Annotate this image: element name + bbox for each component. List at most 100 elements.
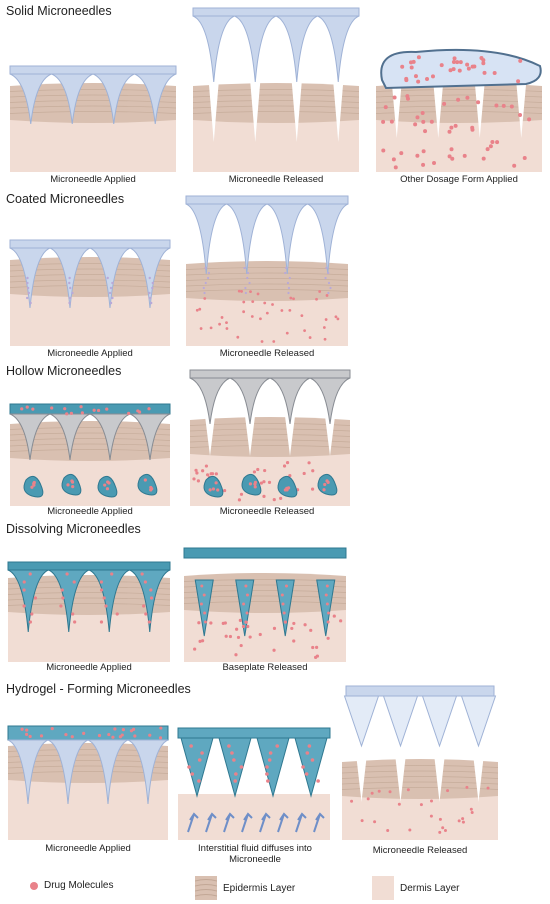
- drug-molecule: [446, 789, 450, 793]
- drug-molecule: [246, 624, 250, 629]
- drug-molecule: [115, 612, 119, 616]
- drug-molecule: [239, 643, 243, 648]
- drug-molecule: [472, 64, 477, 69]
- drug-molecule: [148, 276, 151, 280]
- drug-molecules: [350, 785, 490, 834]
- drug-molecule: [196, 479, 201, 483]
- drug-molecule: [28, 620, 32, 624]
- drug-molecule: [481, 61, 486, 66]
- released-hydrogel-needle: [460, 695, 497, 748]
- drug-molecule: [120, 733, 124, 737]
- drug-molecule: [492, 70, 497, 75]
- epidermis-layer: [10, 257, 170, 297]
- drug-molecule: [285, 331, 289, 335]
- drug-molecule: [455, 60, 460, 65]
- legend-dermis: Dermis Layer: [372, 876, 459, 900]
- drug-molecule: [490, 140, 495, 145]
- drug-molecule: [373, 820, 377, 824]
- microneedle-array: [9, 413, 171, 461]
- legend-dermis-label: Dermis Layer: [400, 882, 460, 894]
- drug-molecule: [242, 300, 246, 304]
- drug-molecule: [381, 148, 386, 153]
- drug-molecule: [109, 286, 113, 290]
- drug-molecule: [413, 74, 418, 79]
- drug-molecule: [272, 626, 277, 631]
- needle: [9, 247, 51, 309]
- baseplate: [177, 727, 331, 739]
- drug-molecule: [30, 612, 34, 616]
- drug-molecule: [449, 147, 454, 152]
- drug-molecule: [285, 266, 288, 270]
- drug-molecule: [259, 481, 263, 485]
- drug-molecule: [405, 94, 410, 99]
- drug-molecule: [22, 588, 26, 592]
- drug-molecule: [318, 290, 322, 293]
- drug-molecule: [470, 810, 474, 814]
- drug-molecule: [280, 309, 284, 312]
- drug-molecule: [411, 59, 416, 64]
- needle: [234, 15, 277, 83]
- dermis-layer: [178, 794, 330, 840]
- drug-molecule: [108, 291, 112, 295]
- drug-molecule: [192, 477, 196, 481]
- drug-molecule: [20, 727, 24, 731]
- drug-molecule: [249, 290, 252, 294]
- drug-molecule: [451, 67, 456, 72]
- drug-molecule: [470, 127, 475, 132]
- drug-molecule: [31, 407, 35, 411]
- puncture-hole: [356, 758, 367, 802]
- epidermis-line: [185, 289, 349, 292]
- baseplate: [189, 369, 351, 379]
- puncture-hole: [434, 758, 445, 802]
- drug-molecule: [441, 826, 445, 830]
- drug-molecule: [133, 734, 137, 738]
- drug-molecule: [61, 596, 65, 600]
- swollen-needle: [218, 737, 252, 798]
- drug-molecule: [102, 596, 106, 600]
- drug-molecule: [323, 482, 327, 487]
- drug-molecule: [30, 485, 34, 489]
- legend-epidermis-label: Epidermis Layer: [223, 882, 296, 894]
- drug-molecule: [68, 276, 71, 280]
- drug-molecule: [268, 751, 273, 755]
- drug-molecule: [465, 62, 470, 67]
- drug-molecule: [140, 572, 144, 576]
- dissolving-needle: [316, 579, 336, 637]
- drug-molecule: [110, 572, 114, 576]
- drug-molecule: [271, 303, 274, 306]
- drug-molecule: [386, 829, 390, 833]
- drug-molecule: [246, 271, 250, 275]
- skin: [185, 261, 349, 346]
- drug-molecule: [325, 584, 329, 588]
- microneedle-array: [189, 377, 351, 425]
- drug-molecule: [200, 751, 204, 755]
- caption-solid-released: Microneedle Released: [228, 174, 324, 185]
- needle: [9, 73, 52, 125]
- drug-molecule: [121, 728, 125, 732]
- drug-molecule: [336, 317, 340, 321]
- drug-molecule: [190, 772, 195, 776]
- fluid-arrow: [187, 812, 199, 833]
- drug-molecule: [310, 758, 315, 762]
- drug-molecule: [316, 779, 320, 783]
- drug-molecule: [242, 310, 246, 314]
- drug-molecule: [107, 481, 111, 485]
- drug-molecule: [325, 602, 329, 606]
- drug-molecule: [237, 498, 242, 502]
- drug-molecule: [453, 123, 458, 128]
- drug-molecule: [339, 619, 343, 623]
- drug-molecule: [234, 653, 238, 657]
- drug-molecule: [327, 271, 330, 275]
- drug-molecule: [236, 635, 241, 640]
- puncture-hole: [516, 82, 527, 138]
- drug-molecule: [279, 496, 283, 500]
- drug-molecule: [246, 276, 249, 280]
- puncture-hole: [473, 758, 484, 802]
- drug-molecule: [195, 308, 199, 312]
- drug-molecule: [292, 639, 296, 643]
- needle: [47, 739, 89, 805]
- puncture-hole: [250, 82, 261, 142]
- drug-molecule: [242, 602, 246, 606]
- microneedle-array: [7, 739, 169, 805]
- drug-molecules: [193, 614, 343, 659]
